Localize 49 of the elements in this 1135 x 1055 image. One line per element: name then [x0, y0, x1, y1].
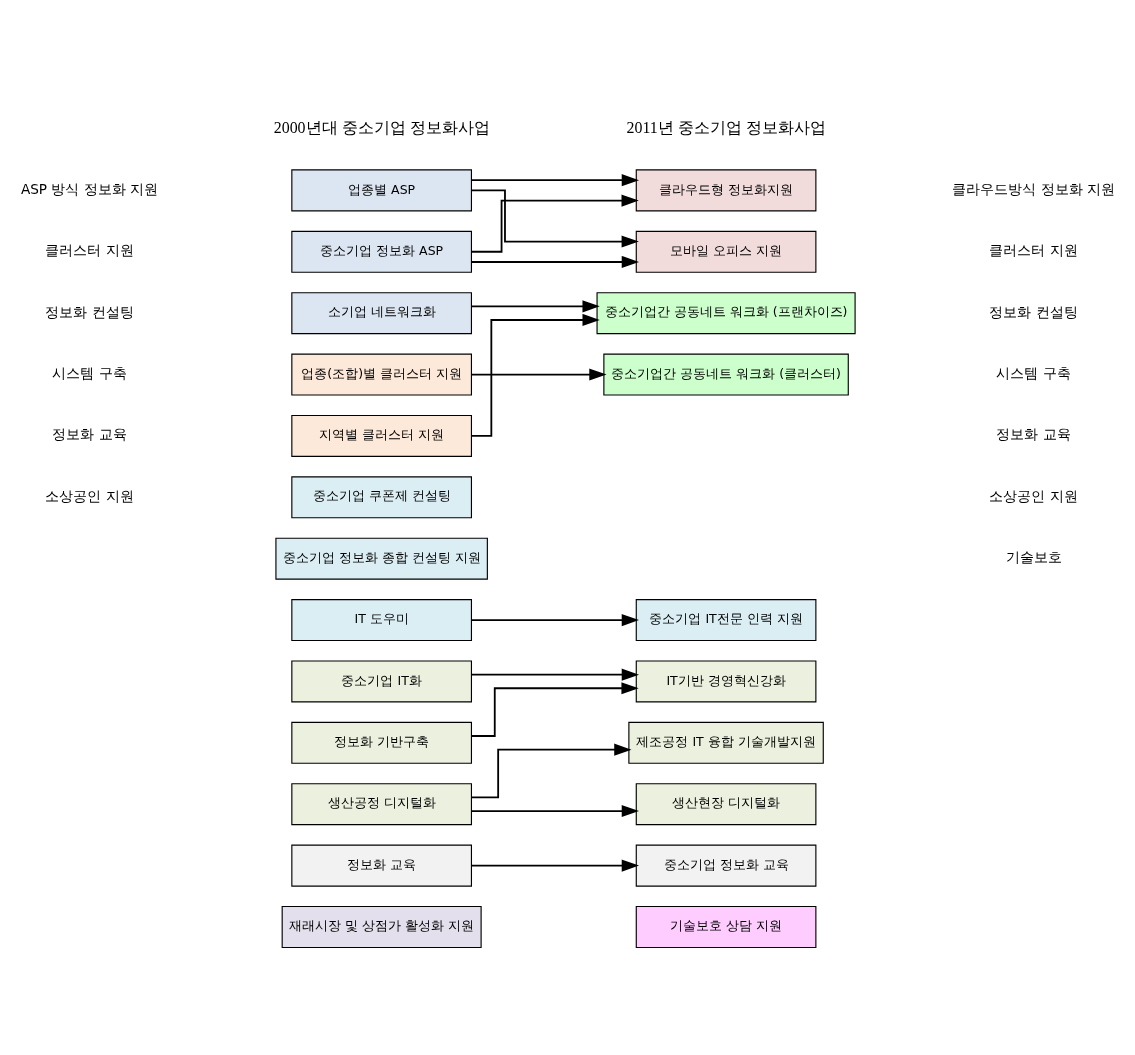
label: 2011년 중소기업 정보화사업	[626, 118, 826, 136]
node-box: 모바일 오피스 지원	[635, 230, 817, 273]
label: 정보화 교육	[996, 425, 1071, 442]
label: 클러스터 지원	[989, 241, 1078, 258]
node-box: 업종별 ASP	[291, 168, 472, 211]
node-box: IT기반 경영혁신강화	[635, 659, 817, 702]
node-box: 생산공정 디지털화	[291, 782, 472, 825]
arrow	[470, 668, 639, 681]
node-box: 중소기업 정보화 ASP	[291, 230, 472, 273]
node-box: 클라우드형 정보화지원	[635, 168, 817, 211]
label: 2000년대 중소기업 정보화사업	[273, 118, 490, 136]
node-box: IT 도우미	[291, 598, 472, 641]
label: 정보화 컨설팅	[45, 303, 134, 320]
label: 기술보호	[1005, 548, 1062, 565]
node-box: 정보화 기반구축	[291, 721, 472, 764]
arrow	[470, 743, 632, 798]
arrow	[470, 313, 600, 437]
node-box: 지역별 클러스터 지원	[291, 414, 472, 457]
node-box: 업종(조합)별 클러스터 지원	[291, 353, 472, 396]
label: 클라우드방식 정보화 지원	[952, 180, 1115, 197]
label: 소상공인 지원	[45, 487, 134, 504]
label: 정보화 교육	[52, 425, 127, 442]
node-box: 제조공정 IT 융합 기술개발지원	[628, 721, 824, 764]
node-box: 중소기업 IT화	[291, 659, 472, 702]
node-box: 중소기업 정보화 종합 컨설팅 지원	[275, 537, 488, 580]
label: ASP 방식 정보화 지원	[20, 180, 159, 197]
arrow	[470, 859, 639, 872]
node-box: 생산현장 디지털화	[635, 782, 817, 825]
label: 시스템 구축	[996, 364, 1071, 381]
node-box: 정보화 교육	[291, 844, 472, 887]
node-box: 기술보호 상담 지원	[635, 905, 817, 948]
node-box: 중소기업 정보화 교육	[635, 844, 817, 887]
arrow	[470, 299, 600, 312]
node-box: 중소기업간 공동네트 워크화 (클러스터)	[603, 353, 849, 396]
label: 소상공인 지원	[989, 487, 1078, 504]
node-box: 중소기업 쿠폰제 컨설팅	[291, 475, 472, 518]
arrow	[470, 368, 607, 381]
node-box: 재래시장 및 상점가 활성화 지원	[281, 905, 482, 948]
node-box: 중소기업 IT전문 인력 지원	[635, 598, 817, 641]
label: 클러스터 지원	[45, 241, 134, 258]
arrow	[470, 681, 639, 737]
arrow	[470, 255, 639, 268]
arrow	[470, 173, 639, 186]
node-box: 중소기업간 공동네트 워크화 (프랜차이즈)	[596, 291, 856, 334]
arrow	[470, 804, 639, 817]
node-box: 소기업 네트워크화	[291, 291, 472, 334]
label: 정보화 컨설팅	[989, 303, 1078, 320]
arrow	[470, 613, 639, 626]
label: 시스템 구축	[52, 364, 127, 381]
